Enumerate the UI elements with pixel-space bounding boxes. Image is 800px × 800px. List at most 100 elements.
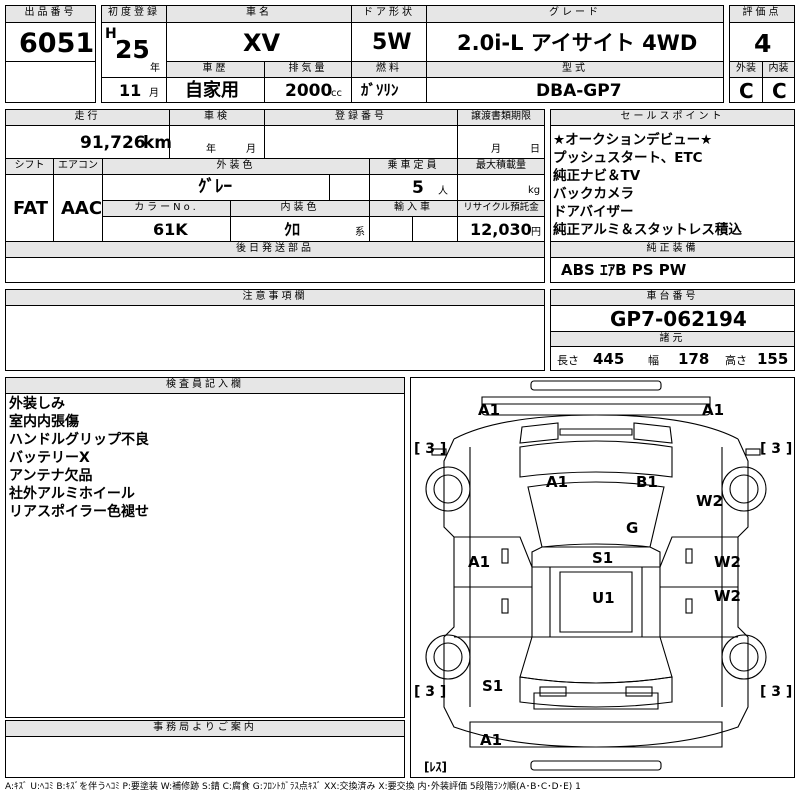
ext-box: C: [729, 77, 763, 103]
insp-month-unit: 月: [246, 144, 256, 155]
length: 445: [593, 350, 625, 368]
grade-label: グレード: [426, 5, 724, 23]
fuel-label: 燃料: [351, 61, 427, 78]
mileage-unit: km: [143, 133, 173, 153]
exterior-color: ｸﾞﾚｰ: [198, 177, 232, 197]
reg-month-box: 11 月: [101, 77, 167, 103]
inspector-line-7: リアスポイラー色褪せ: [9, 504, 149, 520]
history-label: 車歴: [166, 61, 265, 78]
capacity-box: 5 人: [369, 174, 458, 201]
grade: 2.0i-L アイサイト 4WD: [457, 31, 698, 55]
capacity-label: 乗車定員: [369, 158, 458, 175]
score: 4: [754, 29, 772, 58]
import-divider: [412, 217, 413, 242]
int-label: 内装: [762, 61, 795, 78]
mark-rear-bumper: A1: [480, 731, 502, 749]
regno-box: [264, 125, 458, 159]
sales-point-5: ドアバイザー: [553, 204, 634, 220]
car-diagram: [ 3 ] [ 3 ] [ 3 ] [ 3 ] [ﾚｽ] A1 A1 A1 B1…: [410, 377, 795, 778]
displacement: 2000: [285, 81, 333, 101]
load-label: 最大積載量: [457, 158, 545, 175]
tire-rl-rating: [ 3 ]: [414, 684, 446, 700]
import-label: 輸入車: [369, 200, 458, 217]
color-box: ｸﾞﾚｰ: [102, 174, 370, 201]
inspector-line-3: ハンドルグリップ不良: [9, 432, 149, 448]
dims-label: 諸元: [550, 331, 795, 347]
recycle-unit: 円: [531, 227, 541, 238]
mileage-label: 走行: [5, 109, 170, 126]
displacement-unit: cc: [331, 88, 342, 99]
equipment: ABS ｴｱB PS PW: [561, 261, 687, 279]
ac-label: エアコン: [53, 158, 103, 175]
office-box: [5, 736, 405, 778]
mark-roof-front: S1: [592, 549, 613, 567]
mark-door-rear-right: W2: [714, 587, 741, 605]
mark-front-bumper-right: A1: [702, 401, 724, 419]
ac-box: AAC: [53, 174, 103, 242]
spare-tire: [ﾚｽ]: [424, 760, 447, 774]
inspection-label: 車検: [169, 109, 265, 126]
ext-label: 外装: [729, 61, 763, 78]
car-diagram-svg: [ 3 ] [ 3 ] [ 3 ] [ 3 ] [ﾚｽ] A1 A1 A1 B1…: [414, 380, 792, 774]
legend: A:ｷｽﾞ U:ﾍｺﾐ B:ｷｽﾞを伴うﾍｺﾐ P:要塗装 W:補修跡 S:錆 …: [5, 782, 581, 792]
color-number: 61K: [153, 220, 188, 239]
intcolor-unit: 系: [355, 227, 365, 238]
lot-number: 6051: [19, 28, 95, 59]
inspector-line-5: アンテナ欠品: [9, 468, 93, 484]
mark-door-front-left: A1: [468, 553, 490, 571]
model-type: DBA-GP7: [536, 81, 622, 101]
mark-roof-rear: U1: [592, 589, 615, 607]
chassis-number: GP7-062194: [610, 307, 747, 331]
chassis-label: 車台番号: [550, 289, 795, 306]
recycle-fee: 12,030: [470, 220, 532, 239]
sales-point-3: 純正ナビ＆TV: [553, 168, 641, 184]
history: 自家用: [185, 80, 239, 101]
width: 178: [678, 350, 710, 368]
intcolor-box: ｸﾛ 系: [230, 216, 370, 242]
notes-box: [5, 305, 545, 371]
shift-label: シフト: [5, 158, 54, 175]
color-label: 外装色: [102, 158, 370, 175]
grade-box: 2.0i-L アイサイト 4WD: [426, 22, 724, 62]
mark-hood-right: B1: [636, 473, 658, 491]
ext-grade: C: [739, 79, 754, 103]
transfer-day-unit: 日: [530, 144, 540, 155]
inspector-line-4: バッテリーX: [9, 450, 90, 466]
int-box: C: [762, 77, 795, 103]
load-unit: kg: [528, 185, 541, 196]
recycle-box: 12,030 円: [457, 216, 545, 242]
type-box: DBA-GP7: [426, 77, 724, 103]
recycle-label: リサイクル預託金: [457, 200, 545, 217]
displacement-label: 排気量: [264, 61, 352, 78]
equip-label: 純正装備: [550, 241, 795, 258]
colorno-label: カラーNo.: [102, 200, 231, 217]
intcolor-label: 内装色: [230, 200, 370, 217]
transfer-label: 譲渡書類期限: [457, 109, 545, 126]
fuel-box: ｶﾞｿﾘﾝ: [351, 77, 427, 103]
chassis-box: GP7-062194: [550, 305, 795, 332]
notes-label: 注意事項欄: [5, 289, 545, 306]
sales-point-6: 純正アルミ＆スタットレス積込: [553, 222, 742, 238]
equip-box: ABS ｴｱB PS PW: [550, 257, 795, 283]
import-box: [369, 216, 458, 242]
first-reg-label: 初度登録: [101, 5, 167, 23]
height: 155: [757, 350, 789, 368]
mark-door-front-right: W2: [714, 553, 741, 571]
inspector-line-2: 室内内張傷: [9, 414, 79, 430]
inspector-box: 外装しみ 室内内張傷 ハンドルグリップ不良 バッテリーX アンテナ欠品 社外アル…: [5, 393, 405, 718]
inspector-label: 検査員記入欄: [5, 377, 405, 394]
regno-label: 登録番号: [264, 109, 458, 126]
model-name: XV: [243, 29, 281, 57]
displacement-box: 2000 cc: [264, 77, 352, 103]
score-box: 4: [729, 22, 795, 62]
interior-color: ｸﾛ: [284, 220, 301, 239]
transfer-box: 月 日: [457, 125, 545, 159]
month-unit: 月: [149, 88, 159, 99]
int-grade: C: [772, 79, 787, 103]
color-divider: [329, 175, 330, 201]
dims-box: 長さ 445 幅 178 高さ 155: [550, 346, 795, 371]
mileage: 91,726: [80, 133, 146, 153]
tire-fr-rating: [ 3 ]: [760, 441, 792, 457]
door-box: 5W: [351, 22, 427, 62]
later-parts-label: 後日発送部品: [5, 241, 545, 258]
